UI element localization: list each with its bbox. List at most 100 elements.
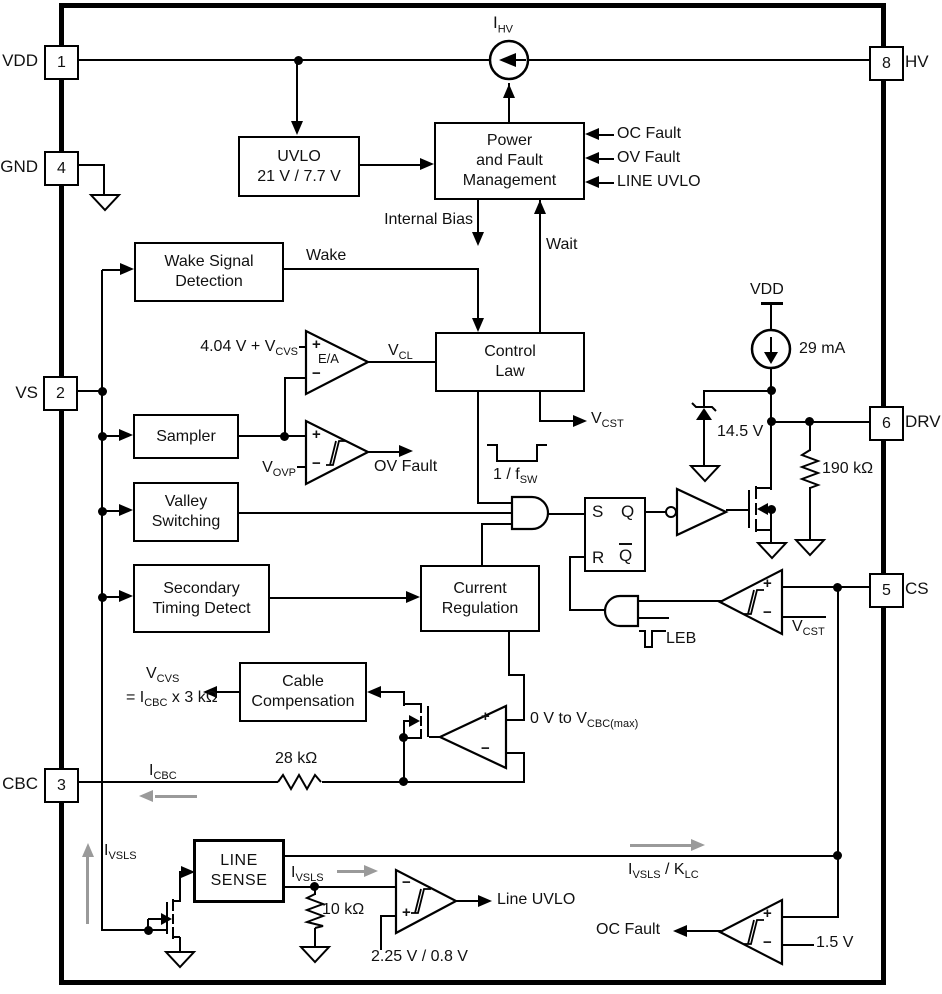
label-sub: SW — [519, 474, 538, 487]
block-text: Switching — [151, 513, 221, 530]
wire-segment — [103, 164, 105, 195]
block-text: Compensation — [251, 693, 355, 710]
wire-segment — [809, 421, 811, 451]
wire-segment — [75, 59, 869, 61]
wire-segment — [381, 915, 396, 917]
creg-range-label: 0 V to VCBC(max) — [530, 710, 638, 730]
drv-mosfet-icon — [748, 486, 772, 532]
junction-dot — [767, 417, 776, 426]
vcst-reference-label: VCST — [792, 618, 825, 638]
wire-segment — [782, 586, 869, 588]
wire-segment — [770, 369, 772, 490]
vcst-output-label: VCST — [591, 410, 624, 430]
ea-label: E/A — [318, 351, 339, 366]
label-sub: VSLS — [295, 872, 324, 885]
block-text: 21 V / 7.7 V — [257, 167, 341, 185]
arrow-right — [420, 158, 434, 170]
vdd-rail-label: VDD — [750, 281, 784, 298]
wire-segment — [687, 930, 721, 932]
wire-segment — [481, 523, 483, 565]
wire-segment — [284, 268, 478, 270]
wire-segment — [322, 781, 525, 783]
block-text: and Fault — [476, 152, 543, 169]
block-text: Sampler — [156, 427, 216, 445]
block-text: Current — [453, 579, 507, 597]
wire-segment — [102, 269, 125, 271]
oc-comp-minus-sign: − — [763, 934, 772, 951]
wire-segment — [523, 674, 525, 721]
arrow-left — [203, 686, 217, 698]
cs-comp-plus-sign: + — [763, 575, 772, 592]
pin-2-vs: 2 — [43, 376, 78, 411]
junction-dot — [310, 882, 319, 891]
wire-segment — [381, 691, 405, 693]
line-uvlo-reference-label: 2.25 V / 0.8 V — [371, 948, 468, 965]
ground-icon — [793, 539, 827, 557]
wake-label: Wake — [306, 247, 347, 264]
cable-comp-mosfet-icon — [404, 703, 429, 739]
junction-dot — [805, 417, 814, 426]
ovp-comparator-icon — [304, 419, 371, 486]
label-text: 4.04 V + V — [200, 338, 276, 355]
leb-pulse-waveform-icon — [639, 630, 666, 648]
junction-dot — [98, 593, 107, 602]
arrow-right — [573, 415, 587, 427]
wire-segment — [102, 596, 125, 598]
ov-fault-output-label: OV Fault — [374, 458, 438, 475]
zener-voltage-label: 14.5 V — [717, 423, 764, 440]
gate-driver-inverter-icon — [665, 487, 729, 537]
line-uvlo-output-label: Line UVLO — [497, 891, 576, 908]
ground-icon — [88, 194, 122, 212]
ground-icon — [755, 542, 789, 560]
wire-segment — [403, 720, 405, 783]
wire-segment — [456, 900, 479, 902]
ivsls-klc-arrow — [630, 844, 692, 847]
pin-label-drv: DRV — [905, 412, 941, 431]
zener-diode-icon — [691, 402, 717, 420]
block-text: Management — [462, 172, 557, 189]
fsw-pulse-waveform-icon — [487, 444, 547, 462]
pin-label-vs: VS — [15, 383, 38, 402]
ground-icon — [688, 465, 722, 483]
wire-segment — [285, 377, 307, 379]
wire-segment — [705, 390, 772, 392]
wire-segment — [509, 674, 525, 676]
junction-dot — [399, 733, 408, 742]
ov-fault-input-label: OV Fault — [617, 149, 681, 166]
label-text: I — [149, 762, 154, 779]
wire-segment — [314, 928, 316, 947]
latch-qbar-label: Q — [619, 543, 633, 566]
pin-number: 4 — [57, 159, 66, 177]
label-sub: CBC(max) — [586, 718, 639, 731]
wire-segment — [74, 390, 103, 392]
arrow-down — [472, 232, 484, 246]
wire-segment — [102, 510, 125, 512]
label-sub: CVS — [156, 673, 180, 686]
pin-8-hv: 8 — [869, 46, 904, 81]
label-sub: CL — [398, 350, 413, 363]
wire-segment — [102, 435, 125, 437]
wire-segment — [809, 487, 811, 540]
junction-dot — [98, 432, 107, 441]
line-sense-mosfet-icon — [147, 871, 186, 952]
label-text: 0 V to V — [530, 710, 587, 727]
vovp-label: VOVP — [252, 459, 296, 479]
resistor-10k-icon — [303, 893, 326, 929]
qbar-overline: Q — [619, 543, 633, 565]
arrow-down — [472, 318, 484, 332]
and-gate-reset-icon — [603, 594, 640, 628]
arrow-left — [585, 152, 599, 164]
ivsls-klc-arrow-head — [691, 839, 705, 851]
junction-dot — [280, 432, 289, 441]
cc-opamp-minus-sign: − — [481, 740, 490, 757]
ivsls-current-arrow-head — [82, 843, 94, 857]
wire-segment — [599, 134, 614, 136]
arrow-left — [367, 686, 381, 698]
label-sub: CST — [601, 418, 624, 431]
wire-segment — [782, 944, 814, 946]
